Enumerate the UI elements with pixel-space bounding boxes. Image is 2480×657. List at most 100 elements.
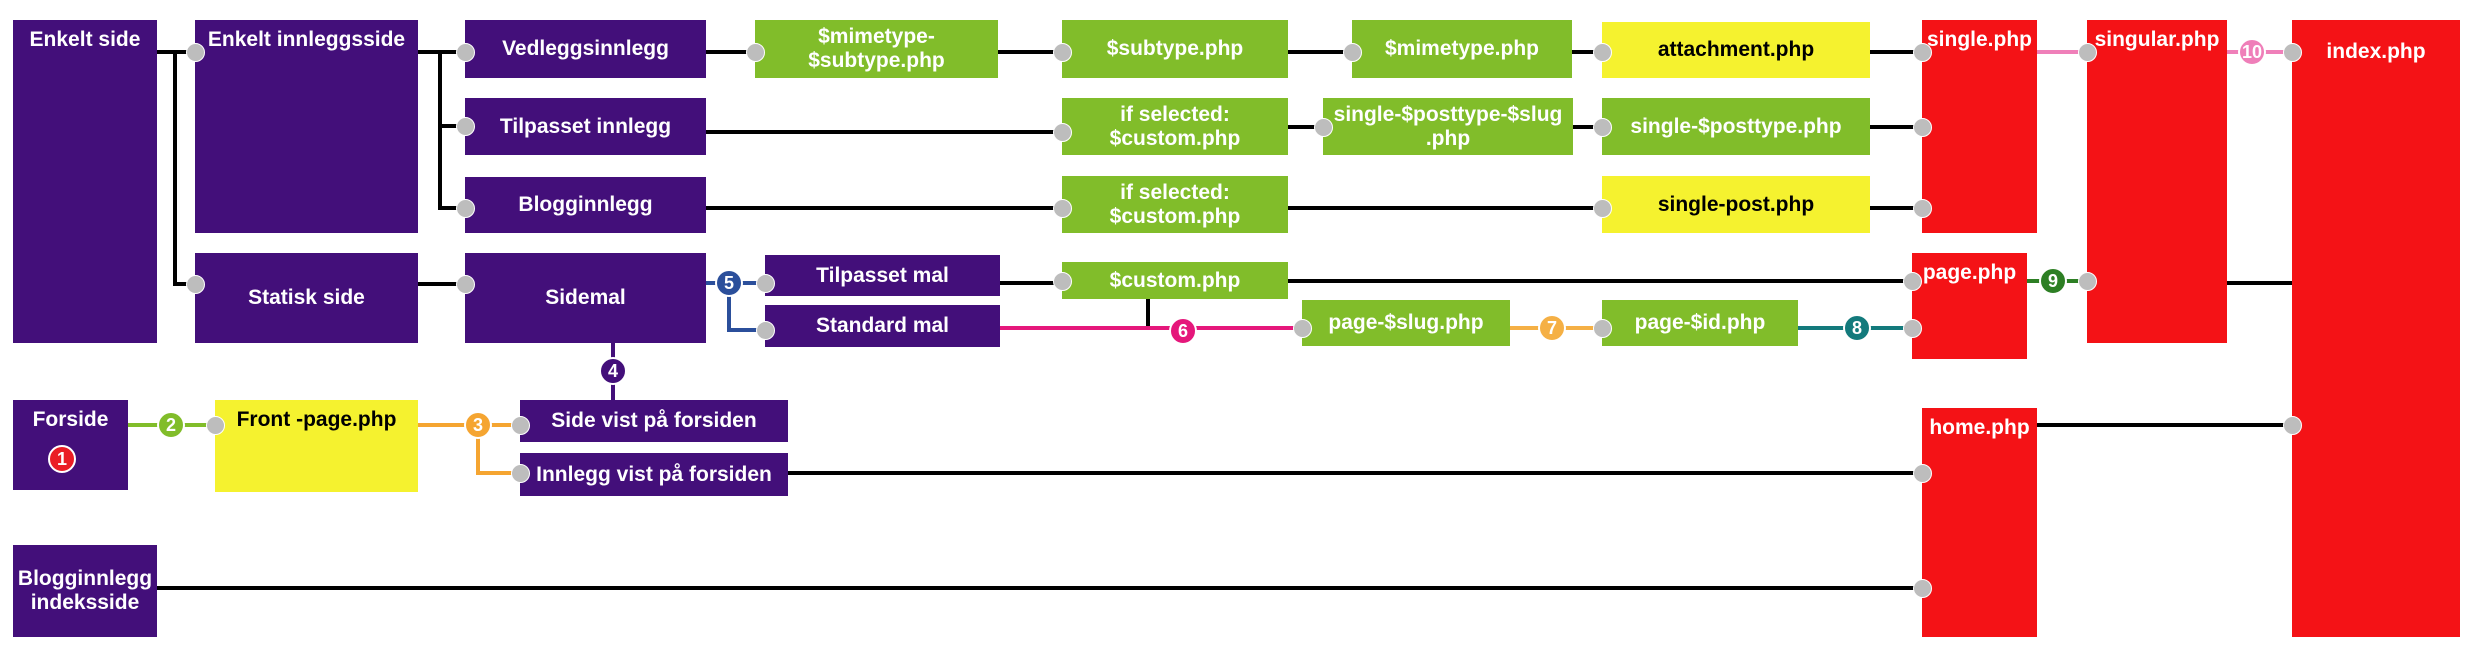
box-page-php-label: page.php bbox=[1922, 261, 2017, 284]
connector-dot bbox=[1903, 272, 1922, 291]
connector-dot bbox=[1593, 43, 1612, 62]
box-subtype: $subtype.php bbox=[1062, 20, 1288, 78]
line-frontpage-to-innlegg-vist bbox=[476, 425, 520, 475]
connector-dot bbox=[1343, 43, 1362, 62]
box-if-selected-custom-2: if selected: $custom.php bbox=[1062, 176, 1288, 233]
badge-8: 8 bbox=[1843, 314, 1871, 342]
box-tilpasset-mal: Tilpasset mal bbox=[765, 255, 1000, 296]
box-tilpasset-innlegg-label: Tilpasset innlegg bbox=[499, 114, 672, 138]
connector-dot bbox=[1593, 199, 1612, 218]
connector-dot bbox=[2283, 43, 2302, 62]
badge-1: 1 bbox=[48, 445, 76, 473]
box-home-php: home.php bbox=[1922, 408, 2037, 637]
box-statisk-side-label: Statisk side bbox=[248, 286, 365, 309]
box-side-vist-label: Side vist på forsiden bbox=[551, 409, 757, 432]
box-singular-php: singular.php bbox=[2087, 20, 2227, 343]
box-home-php-label: home.php bbox=[1929, 416, 2030, 439]
box-enkelt-innleggsside-label: Enkelt innleggsside bbox=[207, 28, 406, 51]
box-statisk-side: Statisk side bbox=[195, 253, 418, 343]
box-single-php: single.php bbox=[1922, 20, 2037, 233]
box-single-post: single-post.php bbox=[1602, 176, 1870, 233]
box-front-page-label: Front -page.php bbox=[236, 408, 397, 431]
box-mimetype-label: $mimetype.php bbox=[1384, 37, 1540, 60]
box-sidemal: Sidemal bbox=[465, 253, 706, 343]
connector-dot bbox=[456, 43, 475, 62]
box-attachment: attachment.php bbox=[1602, 22, 1870, 78]
line-innleggsside-to-blogginnlegg bbox=[438, 126, 465, 210]
box-custom: $custom.php bbox=[1062, 262, 1288, 299]
badge-10-label: 10 bbox=[2241, 42, 2263, 62]
connector-dot bbox=[456, 199, 475, 218]
badge-7-label: 7 bbox=[1546, 318, 1557, 338]
box-single-posttype-slug-label: single-$posttype-$slug .php bbox=[1333, 102, 1563, 150]
line-innleggsside-to-tilpasset bbox=[438, 52, 465, 128]
box-enkelt-side: Enkelt side bbox=[13, 20, 157, 343]
box-custom-label: $custom.php bbox=[1109, 268, 1241, 292]
connector-dot bbox=[1314, 118, 1333, 137]
box-innlegg-vist-label: Innlegg vist på forsiden bbox=[536, 462, 772, 486]
connector-dot bbox=[1053, 272, 1072, 291]
connector-dot bbox=[1593, 319, 1612, 338]
badge-10: 10 bbox=[2238, 38, 2266, 66]
badge-5: 5 bbox=[715, 269, 743, 297]
box-enkelt-side-label: Enkelt side bbox=[29, 28, 141, 51]
line-enkelt-side-to-statisk bbox=[173, 52, 195, 286]
box-index-php-label: index.php bbox=[2326, 40, 2426, 63]
box-tilpasset-mal-label: Tilpasset mal bbox=[816, 263, 949, 287]
connector-dot bbox=[186, 43, 205, 62]
badge-1-label: 1 bbox=[56, 449, 67, 469]
box-attachment-label: attachment.php bbox=[1657, 38, 1815, 61]
box-mimetype-subtype: $mimetype- $subtype.php bbox=[755, 20, 998, 78]
box-page-php: page.php bbox=[1912, 253, 2027, 359]
connector-dot bbox=[511, 416, 530, 435]
connector-dot bbox=[756, 321, 775, 340]
connector-dot bbox=[1293, 319, 1312, 338]
box-single-php-label: single.php bbox=[1927, 28, 2032, 51]
badge-2-label: 2 bbox=[165, 415, 176, 435]
line-sidemal-to-standard-mal bbox=[727, 283, 765, 332]
box-forside-label: Forside bbox=[32, 408, 109, 431]
box-vedleggsinnlegg-label: Vedleggsinnlegg bbox=[502, 37, 669, 60]
box-tilpasset-innlegg: Tilpasset innlegg bbox=[465, 98, 706, 155]
badge-6: 6 bbox=[1169, 317, 1197, 345]
box-side-vist-pa-forsiden: Side vist på forsiden bbox=[520, 400, 788, 442]
box-vedleggsinnlegg: Vedleggsinnlegg bbox=[465, 20, 706, 78]
badge-6-label: 6 bbox=[1177, 321, 1188, 341]
badge-2: 2 bbox=[157, 411, 185, 439]
box-page-id-label: page-$id.php bbox=[1634, 311, 1766, 334]
box-blogginnlegg: Blogginnlegg bbox=[465, 177, 706, 233]
box-page-slug-label: page-$slug.php bbox=[1328, 311, 1484, 334]
box-blogginnlegg-indeksside-label: Blogginnlegg indeksside bbox=[17, 567, 153, 614]
badge-4-label: 4 bbox=[607, 361, 618, 381]
box-mimetype: $mimetype.php bbox=[1352, 20, 1572, 78]
box-blogginnlegg-label: Blogginnlegg bbox=[518, 193, 653, 216]
connector-dot bbox=[756, 274, 775, 293]
connector-dot bbox=[2283, 416, 2302, 435]
box-single-post-label: single-post.php bbox=[1657, 192, 1815, 216]
box-if-selected-custom-2-label: if selected: $custom.php bbox=[1109, 180, 1241, 228]
connector-dot bbox=[1913, 199, 1932, 218]
badge-5-label: 5 bbox=[723, 273, 734, 293]
box-singular-php-label: singular.php bbox=[2094, 28, 2220, 51]
connector-dot bbox=[186, 275, 205, 294]
box-blogginnlegg-indeksside: Blogginnlegg indeksside bbox=[13, 545, 157, 637]
connector-dot bbox=[206, 416, 225, 435]
badge-7: 7 bbox=[1538, 314, 1566, 342]
connector-dot bbox=[1593, 118, 1612, 137]
box-front-page: Front -page.php bbox=[215, 400, 418, 492]
badge-3-label: 3 bbox=[472, 415, 483, 435]
connector-dot bbox=[456, 117, 475, 136]
badge-9-label: 9 bbox=[2047, 271, 2058, 291]
box-standard-mal: Standard mal bbox=[765, 305, 1000, 347]
connector-dot bbox=[456, 275, 475, 294]
box-page-id: page-$id.php bbox=[1602, 300, 1798, 346]
badge-4: 4 bbox=[599, 357, 627, 385]
badge-8-label: 8 bbox=[1851, 318, 1862, 338]
badge-9: 9 bbox=[2039, 267, 2067, 295]
connector-dot bbox=[1913, 118, 1932, 137]
box-standard-mal-label: Standard mal bbox=[815, 314, 950, 337]
box-single-posttype-slug: single-$posttype-$slug .php bbox=[1323, 98, 1573, 155]
connector-dot bbox=[1903, 319, 1922, 338]
connector-dot bbox=[1053, 199, 1072, 218]
